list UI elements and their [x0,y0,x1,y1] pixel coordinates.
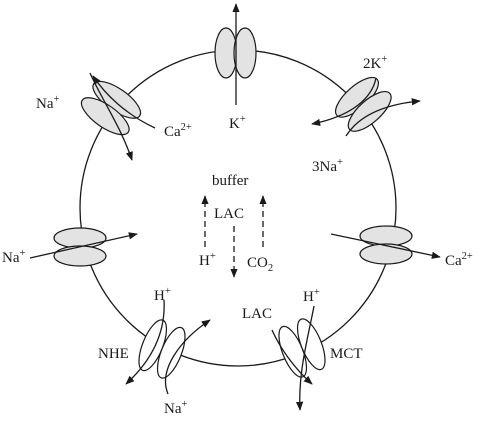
pump-ca-label-charge: 2+ [462,251,473,262]
svg-text:Na+: Na+ [164,399,188,417]
exch-na-label: Na [36,96,54,112]
svg-text:H+: H+ [154,286,171,304]
k-label-charge: + [240,114,246,125]
two-k-label: 2K [363,56,382,72]
nhe-na-label-charge: + [182,399,188,410]
channel-na-label-charge: + [20,248,26,259]
svg-text:CO2: CO2 [247,255,273,274]
channel-na-label: Na [2,250,20,266]
mct-lac-efflux-arrow [271,329,313,385]
h-inside-label-charge: + [210,251,216,262]
nhe-h-label: H [154,288,165,304]
pump-ca-label: Ca [445,253,462,269]
svg-text:H+: H+ [303,287,320,305]
h-inside-label: H [199,253,210,269]
svg-text:3Na+: 3Na+ [312,157,343,175]
svg-text:Ca2+: Ca2+ [164,122,192,140]
k-channel [214,27,257,79]
mct-transporter [278,318,326,378]
svg-text:Na+: Na+ [36,94,60,112]
exch-na-label-charge: + [54,94,60,105]
na-channel [53,227,107,267]
three-na-label: 3Na [312,159,337,175]
nhe-h-label-charge: + [165,286,171,297]
buffer-label: buffer [212,173,248,189]
svg-text:K+: K+ [229,114,246,132]
co2-label: CO [247,255,268,271]
k-influx-arrow [311,77,377,126]
lac-inside-label: LAC [214,206,244,222]
nhe-na-influx-arrow [164,319,211,395]
ca-efflux-pump-arrow [330,233,441,259]
svg-text:2K+: 2K+ [363,54,387,72]
co2-label-sub: 2 [268,263,273,274]
exch-ca-label: Ca [164,124,181,140]
na-ca-exchanger [80,80,142,136]
nhe-na-label: Na [164,401,182,417]
three-na-label-charge: + [337,157,343,168]
na-k-pump [335,76,392,132]
svg-text:H+: H+ [199,251,216,269]
two-k-label-charge: + [381,54,387,65]
exch-ca-label-charge: 2+ [181,122,192,133]
mct-lac-label: LAC [242,306,272,322]
svg-text:Na+: Na+ [2,248,26,266]
na-channel-arrow [29,232,138,259]
na-efflux-arrow [345,98,421,137]
mct-h-label-charge: + [314,287,320,298]
svg-text:Ca2+: Ca2+ [445,251,473,269]
mct-label: MCT [330,346,363,362]
mct-h-label: H [303,289,314,305]
ca-efflux-arrow [92,75,156,129]
nhe-h-efflux-arrow [125,299,165,385]
nhe-label: NHE [98,346,129,362]
mct-h-efflux-arrow [295,305,315,411]
k-label: K [229,116,240,132]
